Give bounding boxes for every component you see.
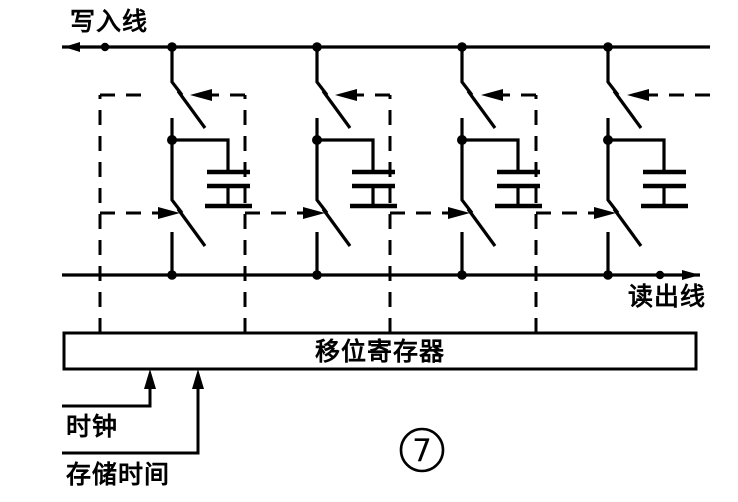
storage-time-arrow-icon [192,369,204,389]
control-arrow-icon [158,207,180,219]
figure-number-text: 7 [412,433,432,469]
control-arrow-icon [303,207,325,219]
memory-cell-1 [167,47,252,275]
cell-write-stem [460,47,474,96]
clock-input-wire [62,383,152,408]
read-line-label: 读出线 [628,282,706,311]
read-switch-blade [466,208,497,247]
cell-write-stem [170,47,184,96]
clock-arrow-icon [144,369,156,389]
cell-storage-node-wire [170,118,184,214]
cell-write-stem [606,47,620,96]
control-line-3 [335,89,470,333]
control-arrow-icon [594,207,616,219]
write-switch-blade [466,90,497,129]
control-line-4 [481,89,616,333]
cell-storage-node-wire [460,118,474,214]
control-arrow-icon [481,89,503,101]
cell-storage-node-wire [315,118,329,214]
read-switch-blade [176,208,207,247]
read-bus-arrow-icon [682,270,700,280]
storage-time-input-wire [62,383,200,455]
control-line-2 [190,89,325,333]
control-arrow-icon [448,207,470,219]
memory-cell-4 [603,47,688,275]
memory-cell-2 [312,47,397,275]
control-line-1 [98,93,180,333]
shift-register-block[interactable]: 移位寄存器 [62,331,698,371]
read-switch-blade [612,208,643,247]
shift-register-box[interactable] [62,331,698,371]
read-switch-blade [321,208,352,247]
clock-input-group: 时钟 [62,369,156,441]
write-bus-junction-dot [100,42,110,52]
capacitor-branch-wire [172,138,230,172]
clock-label: 时钟 [66,412,118,441]
read-bus-group [62,270,700,280]
control-arrow-icon [627,89,649,101]
write-switch-blade [176,90,207,129]
write-line-label: 写入线 [70,7,148,36]
shift-register-label: 移位寄存器 [315,337,445,366]
read-bus-junction-dot [655,270,665,280]
cell-storage-node-wire [606,118,620,214]
write-bus-arrow-icon [64,42,80,52]
capacitor-branch-wire [608,138,666,172]
figure-number-circle [399,427,445,473]
capacitor-branch-wire [317,138,375,172]
control-line-5 [627,89,710,101]
memory-cell-3 [457,47,542,275]
write-switch-blade [321,90,352,129]
cell-write-stem [315,47,329,96]
figure-number: 7 [399,427,445,473]
storage-time-input-group: 存储时间 [62,369,204,489]
control-arrow-icon [335,89,357,101]
storage-time-label: 存储时间 [66,460,170,489]
control-arrow-icon [190,89,212,101]
write-bus-group [62,42,710,52]
capacitor-branch-wire [462,138,520,172]
write-switch-blade [612,90,643,129]
